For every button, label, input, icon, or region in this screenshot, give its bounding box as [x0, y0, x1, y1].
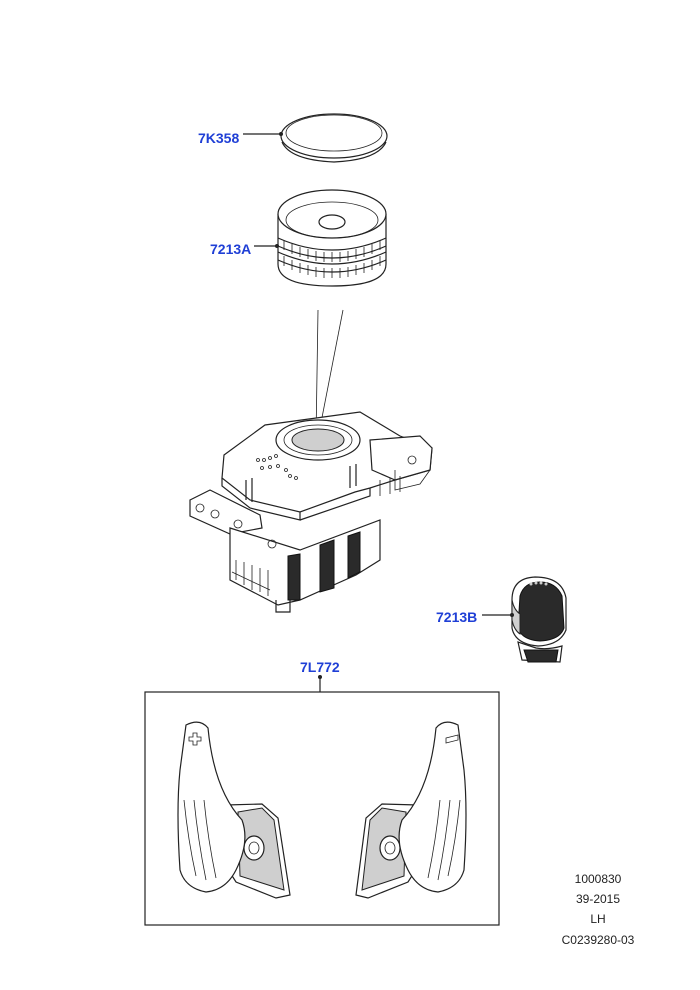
paddle-left-plus [177, 721, 291, 899]
callout-7213A[interactable]: 7213A [210, 241, 251, 257]
minus-icon [445, 734, 459, 744]
leader-dot-7213A [275, 244, 279, 248]
footer-ref-4: C0239280-03 [562, 933, 635, 947]
cap-7K358 [280, 113, 388, 163]
plus-icon [188, 732, 202, 746]
callout-7K358[interactable]: 7K358 [198, 130, 239, 146]
assembly-line-left [315, 309, 319, 439]
leader-dot-7L772 [318, 675, 322, 679]
paddle-right-minus [355, 721, 467, 899]
footer-ref-2: 39-2015 [576, 892, 620, 906]
footer-ref-1: 1000830 [575, 872, 622, 886]
leader-dot-7213B [510, 613, 514, 617]
footer-ref-3: LH [590, 912, 605, 926]
paddles-frame [144, 691, 500, 926]
callout-7L772[interactable]: 7L772 [300, 659, 340, 675]
selector-module [189, 411, 433, 613]
leader-dot-7K358 [279, 132, 283, 136]
knob-7213A [277, 189, 387, 287]
knob-7213B [511, 576, 567, 663]
callout-7213B[interactable]: 7213B [436, 609, 477, 625]
